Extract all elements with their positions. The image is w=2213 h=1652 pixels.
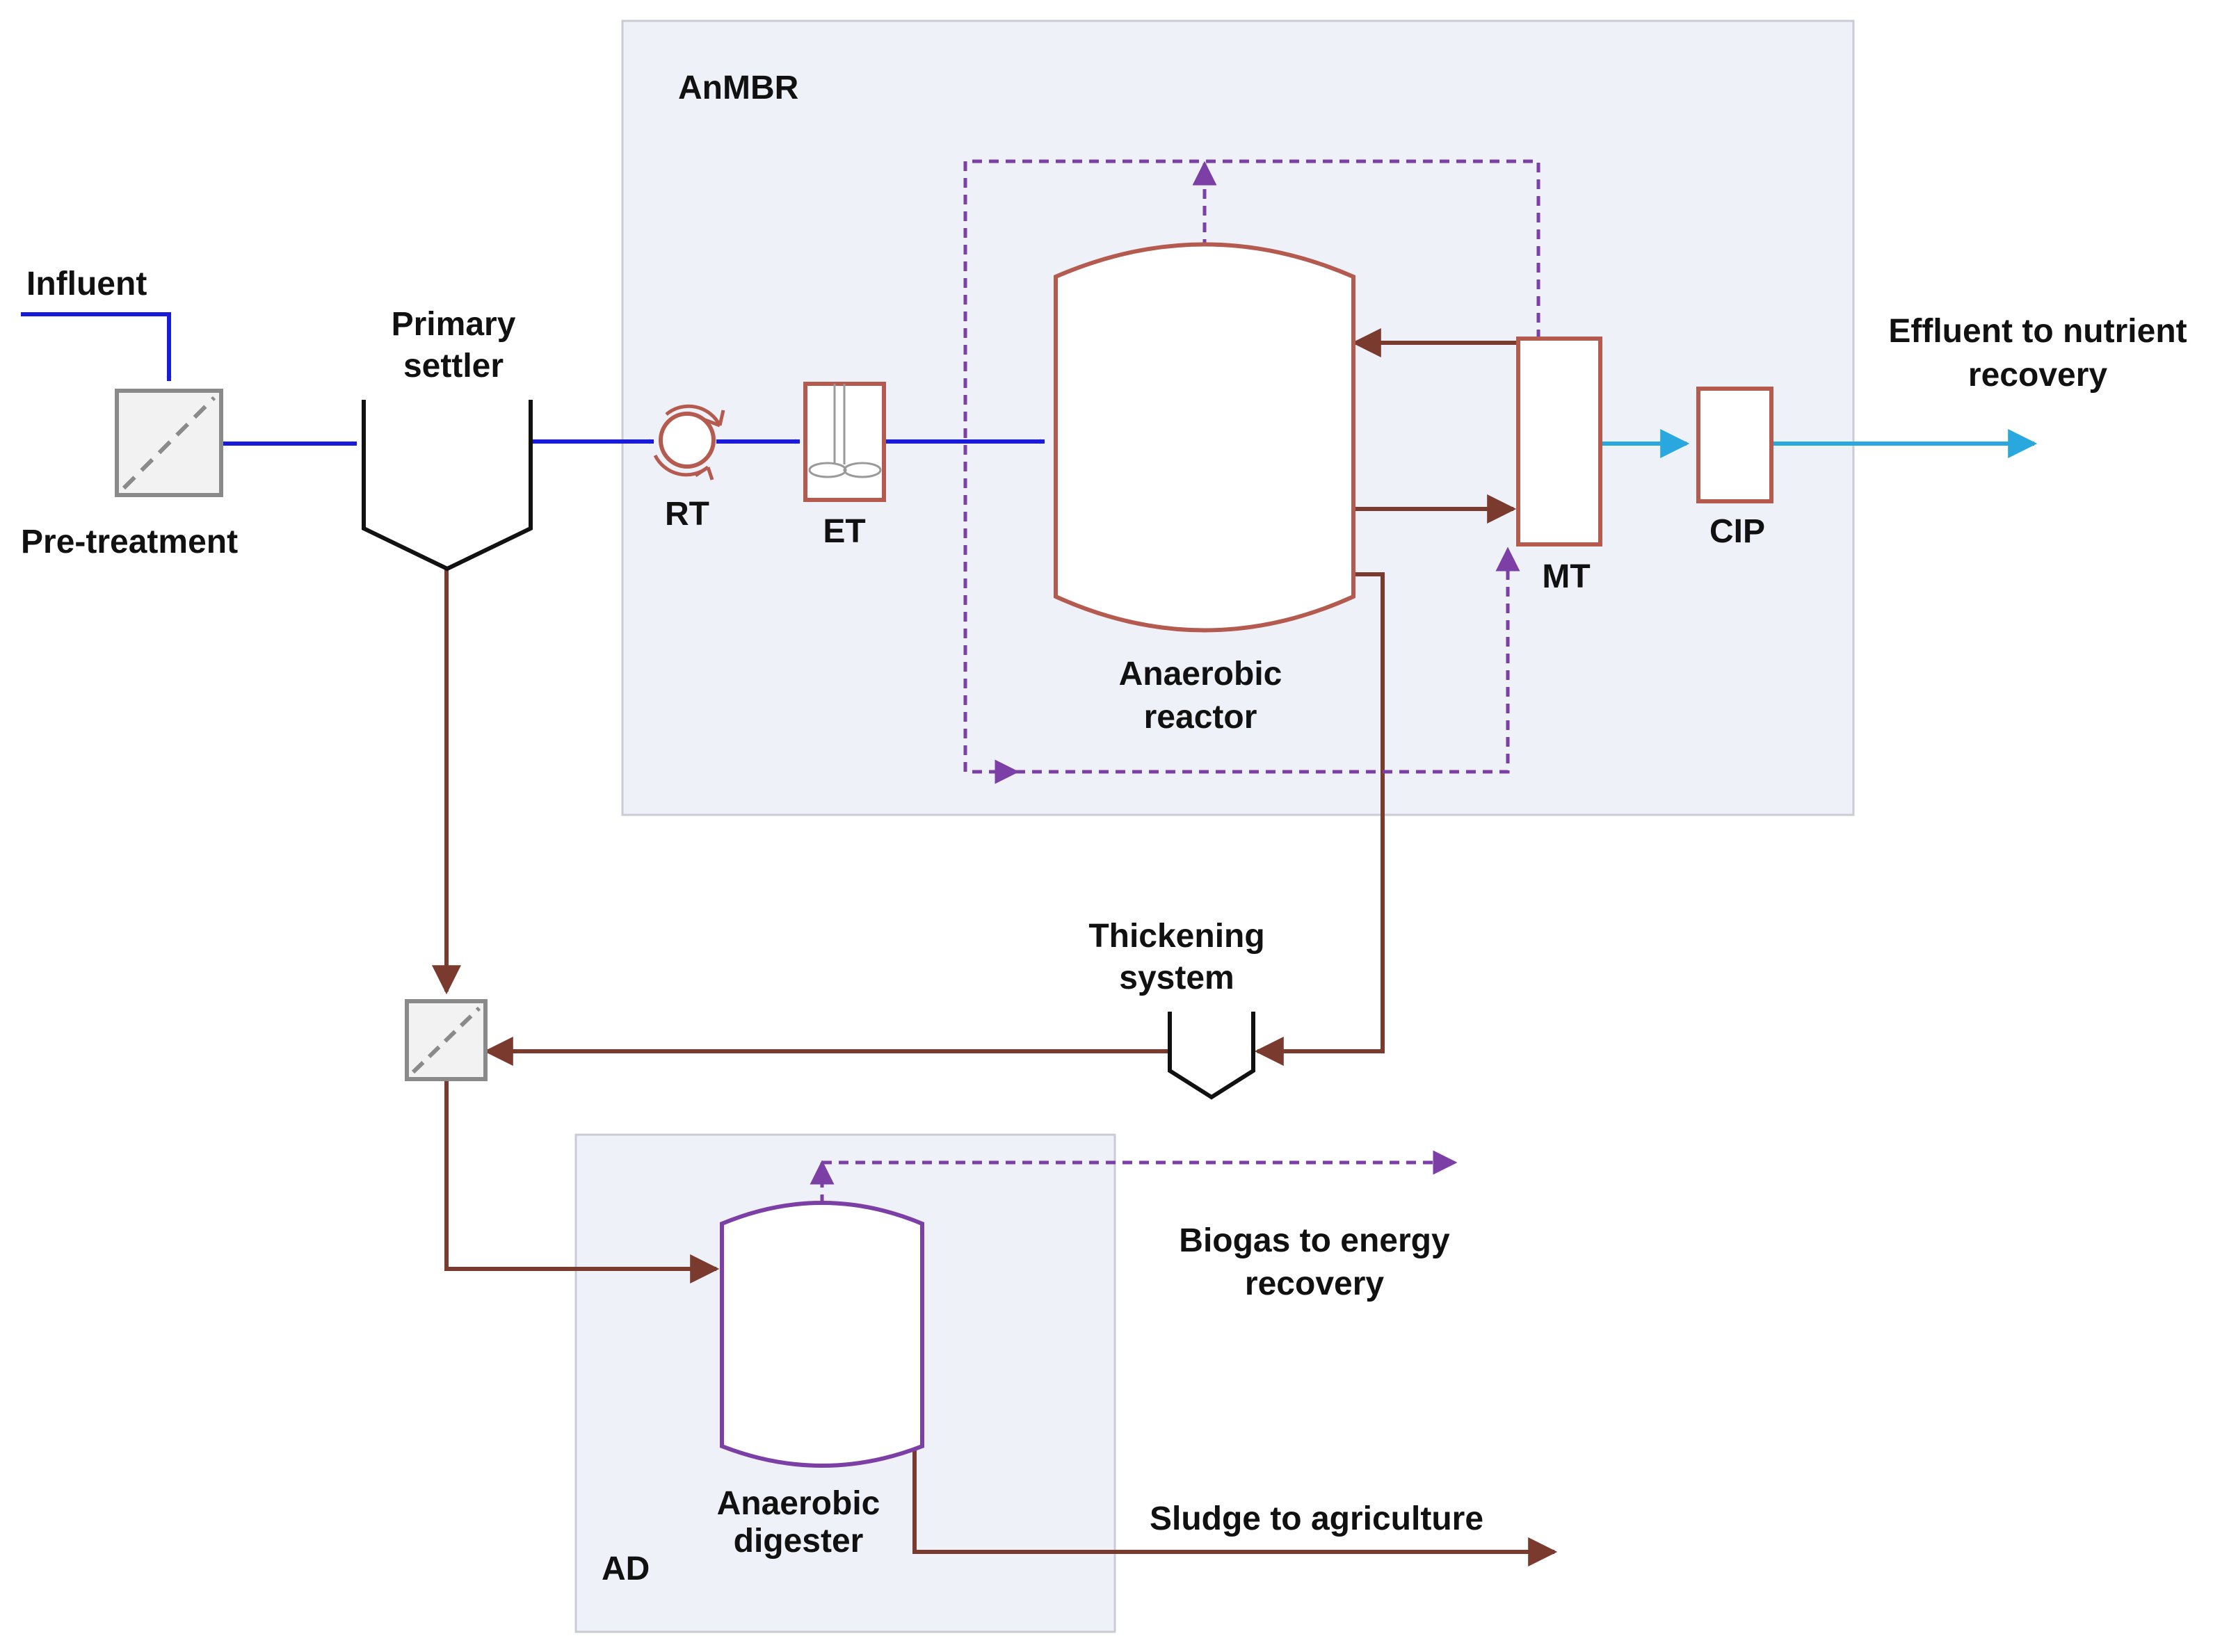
cip-label: CIP [1709,513,1765,550]
thickening-system-label-line1: Thickening [1088,918,1264,955]
anaerobic-reactor-unit [1054,242,1355,633]
anaerobic-reactor-label-line2: reactor [1144,699,1257,736]
primary-settler-unit [362,400,533,572]
sludge-screen-unit [405,999,488,1081]
primary-settler-label-line1: Primary [392,306,516,343]
rt-label: RT [665,496,709,533]
biogas-label-line1: Biogas to energy [1179,1222,1450,1259]
influent-line [21,312,172,382]
anaerobic-digester-label-line1: Anaerobic [717,1485,880,1522]
screen-to-digester-line [444,1079,720,1283]
ad-label: AD [602,1550,650,1587]
et-label: ET [823,513,865,550]
effluent-label-line2: recovery [1968,357,2107,394]
gas-loop-to-mt-line [1015,546,1520,774]
et-tank-unit [803,382,886,502]
sludge-lines [432,328,1558,1566]
gas-recirculation-loop [963,159,1540,784]
effluent-label-line1: Effluent to nutrient [1888,313,2187,350]
biogas-lines [810,159,1540,1204]
anaerobic-digester-unit [720,1201,924,1468]
liquid-line [21,312,1045,446]
pretreatment-unit [115,389,223,497]
thickening-system-unit [1168,1012,1255,1100]
digester-to-agriculture-line [912,1450,1558,1566]
cip-unit [1696,387,1773,503]
rt-pump-icon [653,404,725,480]
pretreatment-label: Pre-treatment [21,524,238,560]
reactor-to-thickener-line [1254,572,1385,1066]
anmbr-label: AnMBR [678,70,798,106]
mt-membrane-tank-unit [1516,337,1602,546]
influent-label: Influent [26,266,147,302]
mt-label: MT [1542,558,1590,595]
biogas-label-line2: recovery [1245,1265,1384,1302]
anaerobic-reactor-label-line1: Anaerobic [1119,656,1282,693]
sludge-to-agriculture-label: Sludge to agriculture [1150,1500,1483,1537]
anaerobic-digester-label-line2: digester [734,1523,864,1560]
thickening-system-label-line2: system [1119,959,1234,996]
primary-settler-label-line2: settler [403,348,504,384]
